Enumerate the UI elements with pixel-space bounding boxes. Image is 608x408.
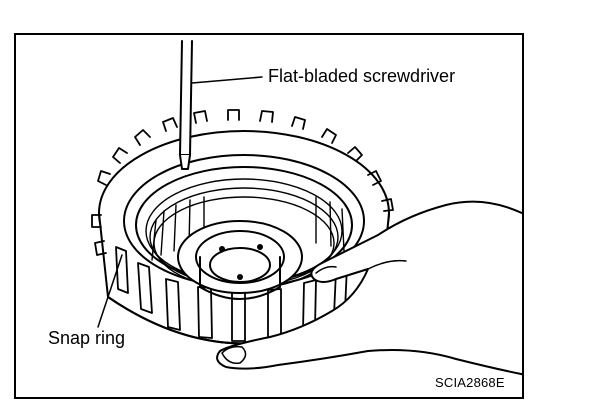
snap-ring-label: Snap ring: [48, 328, 126, 348]
clutch-drum-illustration: [91, 40, 522, 376]
hand: [216, 200, 522, 376]
hub-bore: [199, 256, 281, 300]
screwdriver-leader: [191, 76, 263, 84]
figure-frame: Flat-bladed screwdriver Snap ring SCIA28…: [14, 33, 524, 399]
thumb-nail: [221, 345, 247, 365]
snap-ring-leader: [97, 254, 123, 328]
drum-splines: [91, 109, 394, 256]
screwdriver: [179, 40, 193, 170]
figure-code: SCIA2868E: [435, 375, 505, 390]
hub-holes: [219, 244, 263, 280]
screwdriver-label: Flat-bladed screwdriver: [268, 66, 456, 86]
